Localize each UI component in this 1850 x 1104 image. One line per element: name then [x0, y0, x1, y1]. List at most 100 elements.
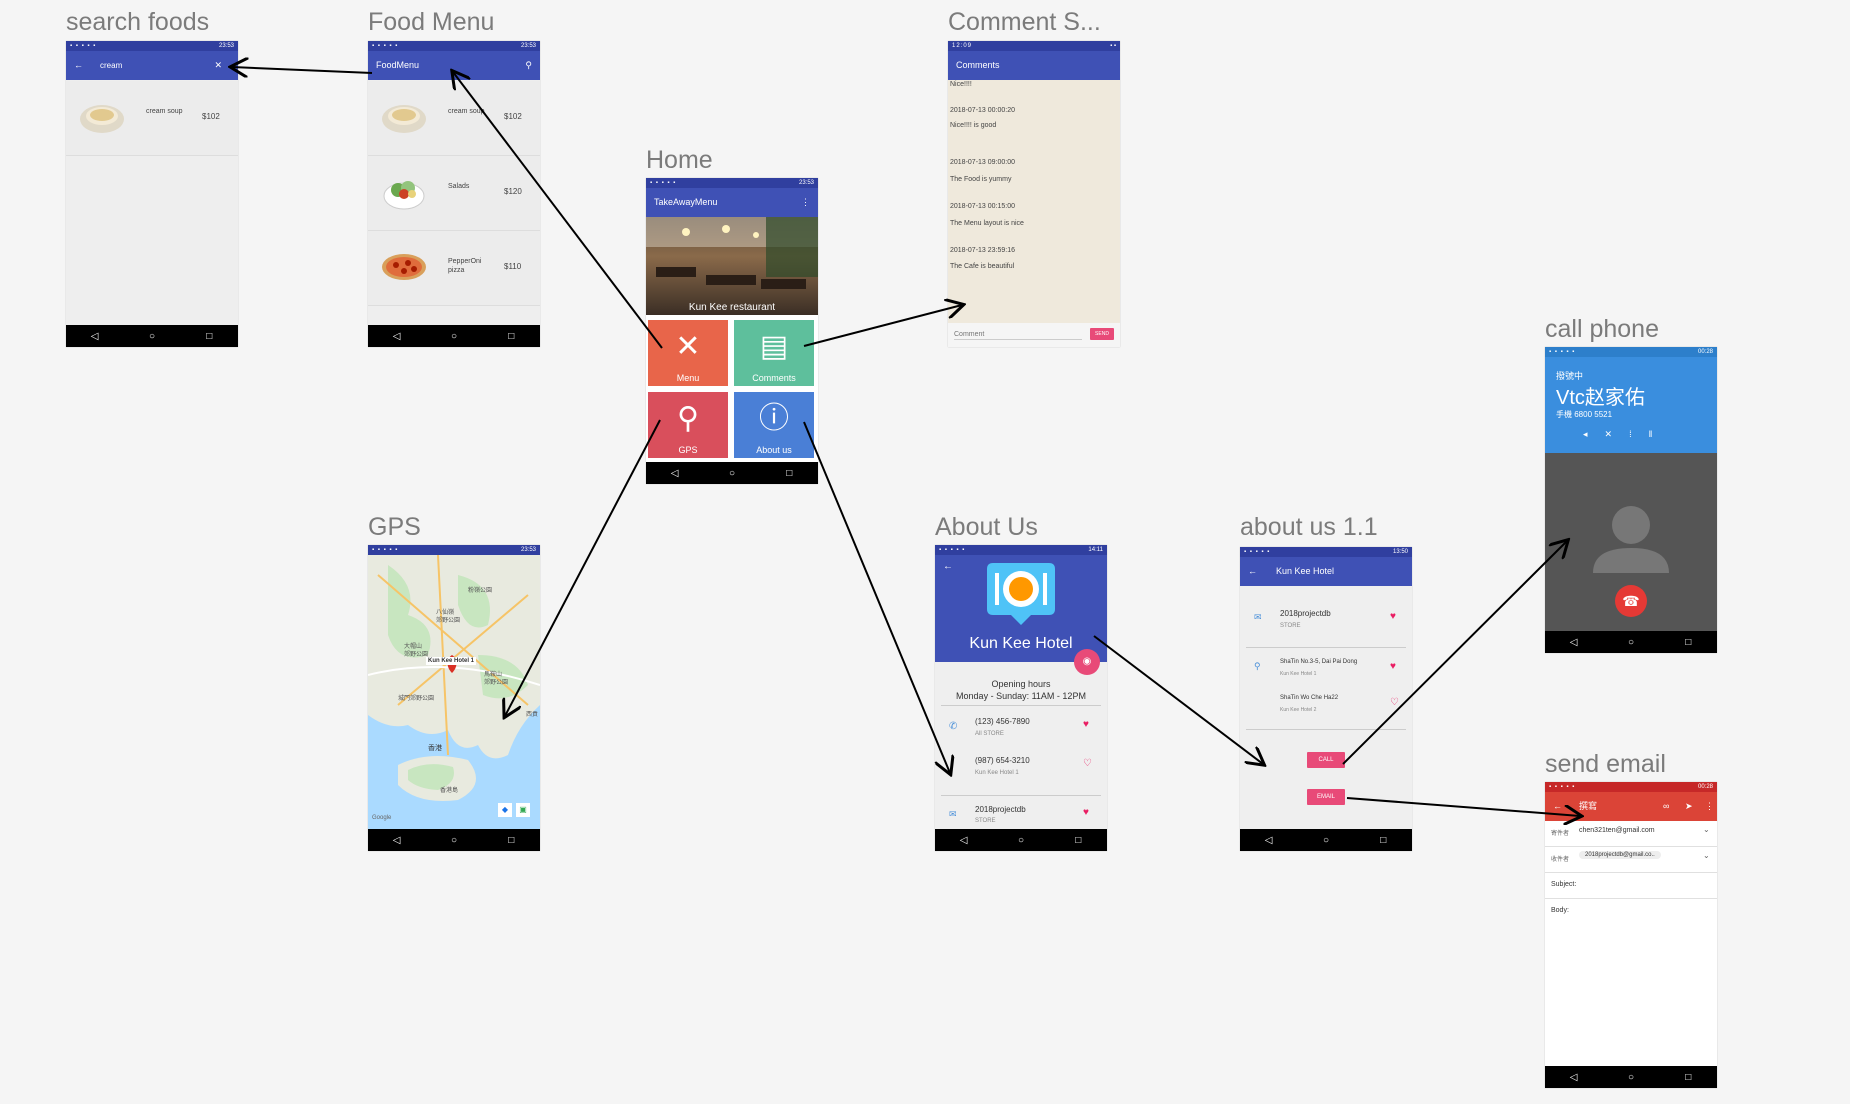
home-nav-icon[interactable]: ○ — [450, 330, 457, 342]
frame-title-call-phone: call phone — [1545, 315, 1659, 343]
comment-input[interactable] — [954, 329, 1082, 340]
location-row[interactable]: ⚲ ShaTin No.3-5, Dai Pai Dong Kun Kee Ho… — [1240, 659, 1412, 685]
from-field[interactable]: 寄件者 chen321ten@gmail.com ⌄ — [1545, 824, 1717, 847]
subject-field[interactable]: Subject: — [1545, 878, 1717, 899]
subject-label: Subject: — [1551, 881, 1577, 888]
comment-date: 2018-07-13 09:00:00 — [950, 159, 1015, 166]
recents-nav-icon[interactable]: □ — [1075, 834, 1082, 846]
heart-filled-icon[interactable]: ♥ — [1083, 719, 1089, 730]
tile-label: About us — [756, 445, 792, 455]
heart-outline-icon[interactable]: ♡ — [1083, 758, 1092, 769]
status-bar: ▪ ▪ ▪ ▪ ▪23:53 — [66, 41, 238, 51]
call-button[interactable]: CALL — [1307, 752, 1345, 768]
comment-text: Nice!!!! — [950, 81, 972, 88]
location-main: ShaTin No.3-5, Dai Pai Dong — [1280, 659, 1358, 665]
back-nav-icon[interactable]: ◁ — [1569, 636, 1578, 648]
recents-nav-icon[interactable]: □ — [786, 467, 793, 479]
contact-sub: STORE — [975, 818, 996, 824]
speaker-icon[interactable]: ◂ — [1583, 429, 1605, 439]
home-nav-icon[interactable]: ○ — [148, 330, 155, 342]
send-icon[interactable]: ➤ — [1685, 801, 1693, 811]
food-menu-screen: ▪ ▪ ▪ ▪ ▪23:53 FoodMenu ⚲ cream soup $10… — [368, 41, 540, 347]
tile-label: Comments — [752, 373, 796, 383]
favorite-fab[interactable]: ◉ — [1074, 649, 1100, 675]
hang-up-button[interactable]: ☎ — [1615, 585, 1647, 617]
chevron-down-icon[interactable]: ⌄ — [1703, 851, 1710, 860]
contact-row[interactable]: ✉ 2018projectdb STORE ♥ — [935, 803, 1107, 829]
food-price: $120 — [504, 187, 522, 196]
list-item[interactable]: cream soup $102 — [66, 81, 238, 156]
list-item[interactable]: cream soup $102 — [368, 81, 540, 156]
search-foods-screen: ▪ ▪ ▪ ▪ ▪23:53 ← cream ✕ cream soup $102… — [66, 41, 238, 347]
recents-nav-icon[interactable]: □ — [1380, 834, 1387, 846]
back-arrow-icon[interactable]: ← — [943, 561, 953, 572]
fork-knife-icon: ✕ — [675, 330, 701, 363]
chevron-down-icon[interactable]: ⌄ — [1703, 825, 1710, 834]
pause-icon[interactable]: ‖ — [1648, 429, 1670, 439]
contact-row[interactable]: (987) 654-3210 Kun Kee Hotel 1 ♡ — [935, 754, 1107, 790]
overflow-menu-icon[interactable]: ⋮ — [801, 197, 810, 207]
heart-filled-icon[interactable]: ♥ — [1083, 807, 1089, 818]
mute-icon[interactable]: ✕ — [1604, 429, 1630, 439]
contact-sub: STORE — [1280, 623, 1301, 629]
back-nav-icon[interactable]: ◁ — [670, 467, 679, 479]
search-bar: ← cream ✕ — [66, 51, 238, 80]
comment-date: 2018-07-13 00:00:20 — [950, 107, 1015, 114]
overflow-menu-icon[interactable]: ⋮ — [1705, 801, 1714, 811]
tile-gps[interactable]: ⚲ GPS — [648, 392, 728, 458]
send-button[interactable]: SEND — [1090, 328, 1114, 340]
contact-main: (987) 654-3210 — [975, 756, 1030, 765]
home-nav-icon[interactable]: ○ — [1017, 834, 1024, 846]
heart-filled-icon[interactable]: ♥ — [1390, 611, 1396, 622]
back-nav-icon[interactable]: ◁ — [392, 330, 401, 342]
directions-icon[interactable]: ◆ — [498, 803, 512, 817]
back-nav-icon[interactable]: ◁ — [90, 330, 99, 342]
recipient-chip[interactable]: 2018projectdb@gmail.co.. — [1579, 851, 1661, 859]
dialpad-icon[interactable]: ⁞ — [1629, 429, 1649, 439]
location-row[interactable]: ShaTin Wo Che Ha22 Kun Kee Hotel 2 ♡ — [1240, 695, 1412, 721]
contact-main: (123) 456-7890 — [975, 717, 1030, 726]
app-bar: FoodMenu ⚲ — [368, 51, 540, 80]
close-icon[interactable]: ✕ — [214, 60, 222, 70]
attach-icon[interactable]: ∞ — [1663, 801, 1670, 811]
recents-nav-icon[interactable]: □ — [508, 834, 515, 846]
body-field[interactable]: Body: — [1545, 904, 1717, 1054]
comment-date: 2018-07-13 00:15:00 — [950, 203, 1015, 210]
send-email-screen: ▪ ▪ ▪ ▪ ▪00:28 ← 撰寫 ∞ ➤ ⋮ 寄件者 chen321ten… — [1545, 782, 1717, 1088]
list-item[interactable]: Salads $120 — [368, 156, 540, 231]
list-item[interactable]: PepperOni pizza $110 — [368, 231, 540, 306]
home-nav-icon[interactable]: ○ — [1627, 1071, 1634, 1083]
home-nav-icon[interactable]: ○ — [450, 834, 457, 846]
map-label: 城門郊野公園 — [398, 696, 435, 702]
heart-filled-icon[interactable]: ♥ — [1390, 661, 1396, 672]
back-nav-icon[interactable]: ◁ — [392, 834, 401, 846]
food-price: $102 — [504, 112, 522, 121]
maps-app-icon[interactable]: ▣ — [516, 803, 530, 817]
tile-about[interactable]: ⓘ About us — [734, 392, 814, 458]
recents-nav-icon[interactable]: □ — [1685, 636, 1692, 648]
about-us-screen: ▪ ▪ ▪ ▪ ▪14:11 ← Kun Kee Hotel ◉ Opening… — [935, 545, 1107, 851]
back-arrow-icon[interactable]: ← — [1553, 801, 1562, 811]
home-nav-icon[interactable]: ○ — [728, 467, 735, 479]
recents-nav-icon[interactable]: □ — [508, 330, 515, 342]
status-bar: ▪ ▪ ▪ ▪ ▪23:53 — [368, 41, 540, 51]
home-nav-icon[interactable]: ○ — [1627, 636, 1634, 648]
tile-menu[interactable]: ✕ Menu — [648, 320, 728, 386]
heart-outline-icon[interactable]: ♡ — [1390, 697, 1399, 708]
back-nav-icon[interactable]: ◁ — [1264, 834, 1273, 846]
recents-nav-icon[interactable]: □ — [1685, 1071, 1692, 1083]
contact-row[interactable]: ✉ 2018projectdb STORE ♥ — [1240, 609, 1412, 639]
recents-nav-icon[interactable]: □ — [206, 330, 213, 342]
contact-row[interactable]: ✆ (123) 456-7890 All STORE ♥ — [935, 715, 1107, 751]
back-nav-icon[interactable]: ◁ — [1569, 1071, 1578, 1083]
back-nav-icon[interactable]: ◁ — [959, 834, 968, 846]
search-input[interactable]: cream — [100, 61, 123, 70]
comment-text: The Food is yummy — [950, 176, 1012, 183]
search-icon[interactable]: ⚲ — [525, 60, 532, 70]
email-button[interactable]: EMAIL — [1307, 789, 1345, 805]
tile-comments[interactable]: ▤ Comments — [734, 320, 814, 386]
back-arrow-icon[interactable]: ← — [74, 60, 83, 70]
to-field[interactable]: 收件者 2018projectdb@gmail.co.. ⌄ — [1545, 850, 1717, 873]
home-nav-icon[interactable]: ○ — [1322, 834, 1329, 846]
back-arrow-icon[interactable]: ← — [1248, 566, 1257, 576]
